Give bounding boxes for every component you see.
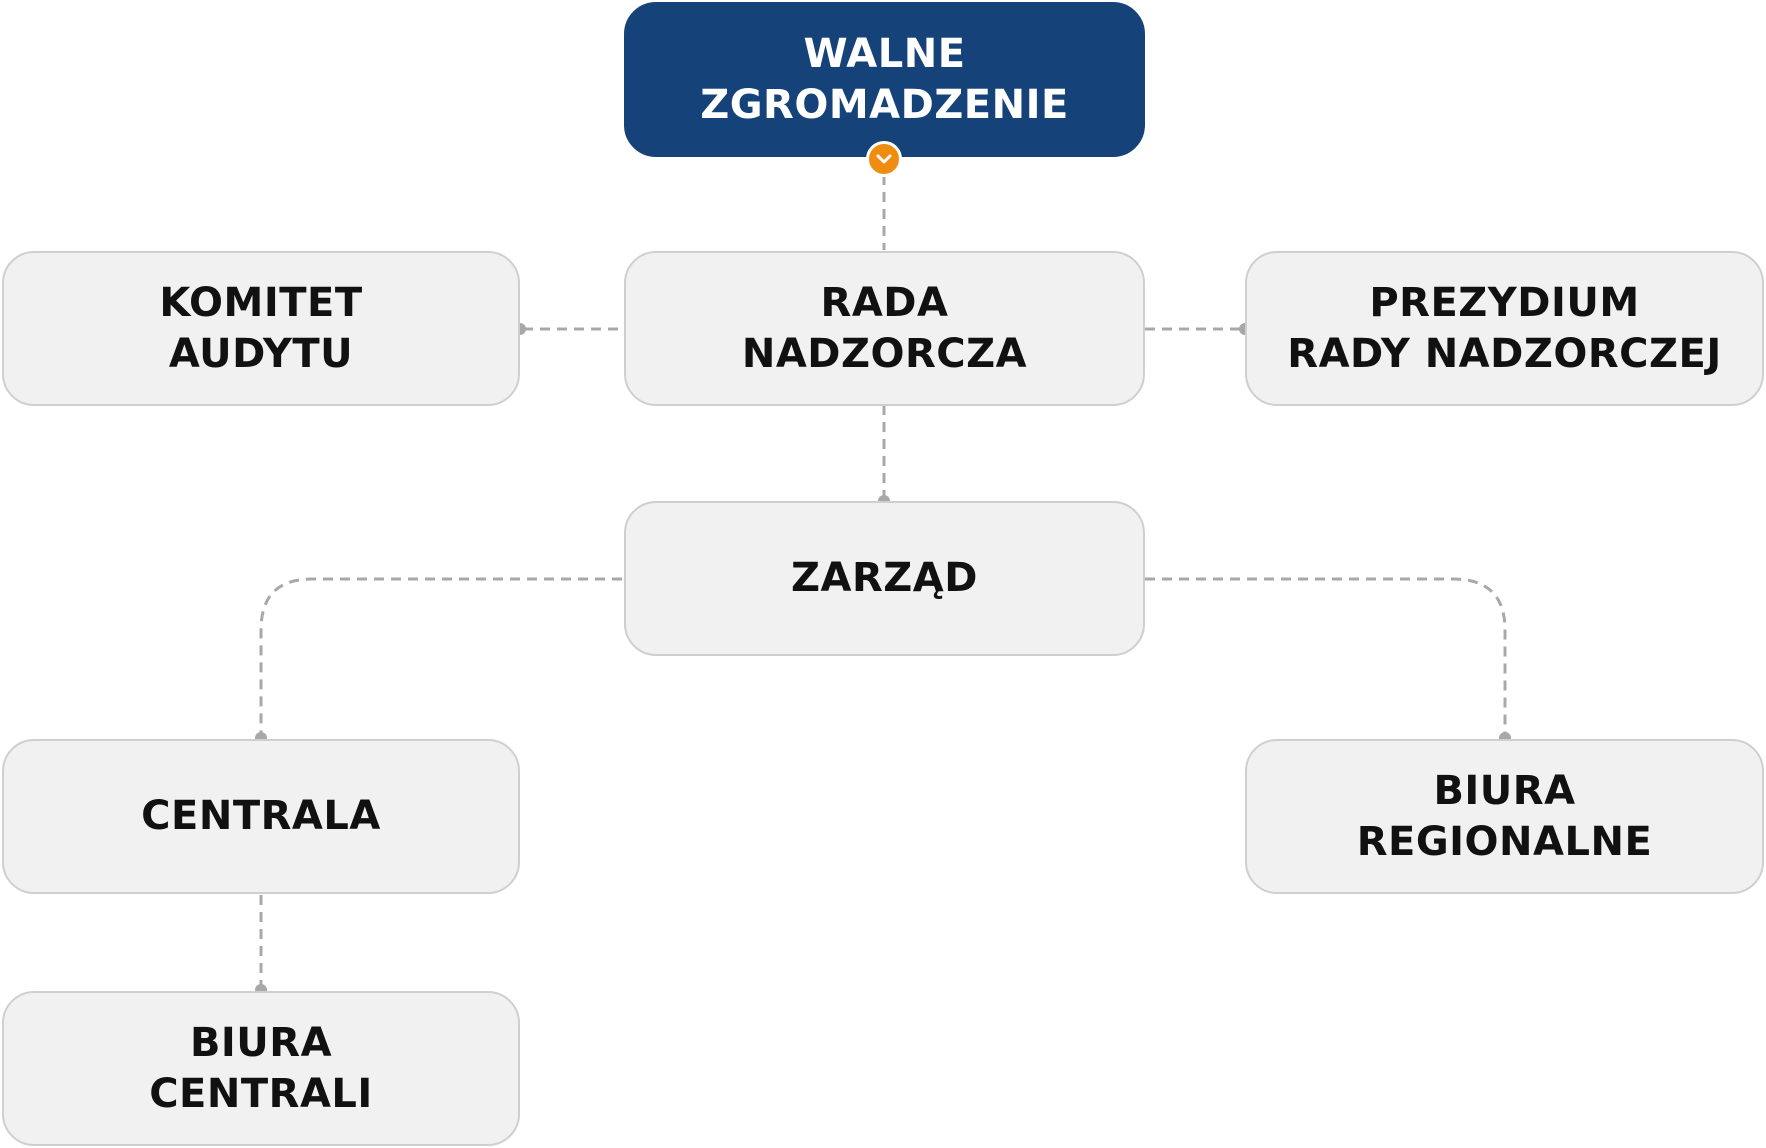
connector-zarzad-centrala xyxy=(259,577,622,738)
node-biura-centrali[interactable]: BIURA CENTRALI xyxy=(2,991,520,1146)
node-label-line: BIURA xyxy=(189,1019,333,1066)
node-label-line: CENTRALI xyxy=(149,1070,373,1117)
node-label-line: REGIONALNE xyxy=(1356,818,1653,865)
node-label-line: AUDYTU xyxy=(168,330,354,377)
node-label-line: WALNE xyxy=(803,30,966,77)
node-zarzad[interactable]: ZARZĄD xyxy=(624,501,1145,656)
node-label-line: RADY NADZORCZEJ xyxy=(1287,330,1722,377)
node-biura-regionalne[interactable]: BIURA REGIONALNE xyxy=(1245,739,1764,894)
node-label-line: RADA xyxy=(820,279,949,326)
node-label-line: ZGROMADZENIE xyxy=(700,81,1069,128)
node-label-line: BIURA xyxy=(1433,767,1576,814)
node-label-line: KOMITET xyxy=(159,279,363,326)
node-prezydium-rady-nadzorczej[interactable]: PREZYDIUM RADY NADZORCZEJ xyxy=(1245,251,1764,406)
chevron-down-icon xyxy=(876,154,892,164)
node-rada-nadzorcza[interactable]: RADA NADZORCZA xyxy=(624,251,1145,406)
node-label-line: PREZYDIUM xyxy=(1369,279,1640,326)
node-label-line: CENTRALA xyxy=(141,793,381,839)
node-komitet-audytu[interactable]: KOMITET AUDYTU xyxy=(2,251,520,406)
node-walne-zgromadzenie[interactable]: WALNE ZGROMADZENIE xyxy=(624,2,1145,157)
node-centrala[interactable]: CENTRALA xyxy=(2,739,520,894)
connector-zarzad-biura-regionalne xyxy=(1145,577,1507,738)
expand-toggle-button[interactable] xyxy=(866,141,902,177)
node-label-line: NADZORCZA xyxy=(741,330,1028,377)
node-label-line: ZARZĄD xyxy=(791,555,978,601)
